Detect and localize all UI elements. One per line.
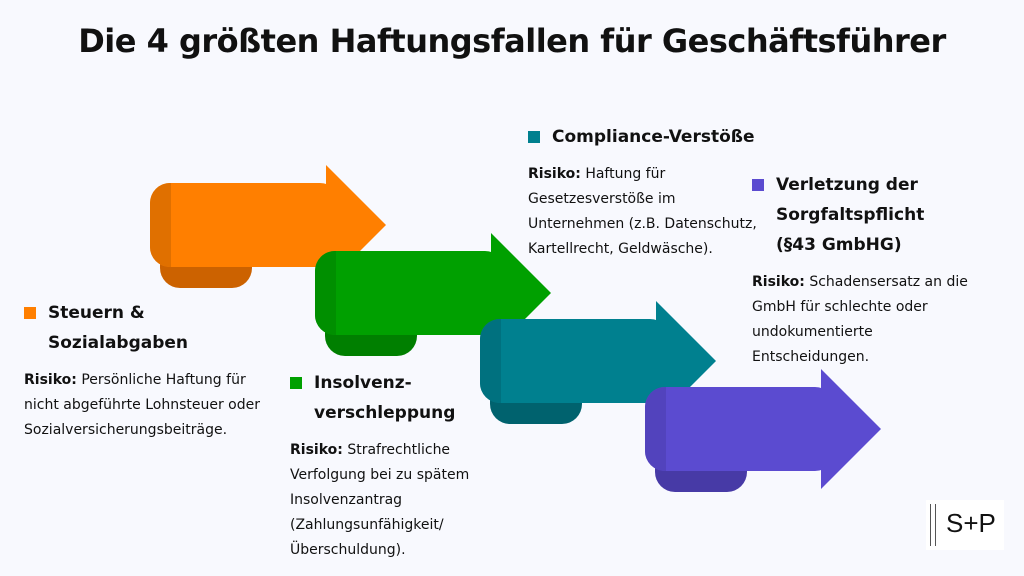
logo-text: S+P	[946, 508, 996, 538]
item-heading: Sorgfaltspflicht	[776, 205, 925, 225]
green-square-icon	[290, 377, 302, 389]
item-steuern: Steuern & Sozialabgaben Risiko: Persönlic…	[24, 298, 264, 443]
page-title: Die 4 größten Haftungsfallen für Geschäf…	[78, 22, 946, 60]
item-heading: verschleppung	[314, 403, 456, 423]
item-description: Risiko: Haftung für Gesetzesverstöße im …	[528, 166, 757, 257]
arrow-orange	[150, 165, 386, 288]
purple-square-icon	[752, 179, 764, 191]
orange-square-icon	[24, 307, 36, 319]
item-description: Risiko: Persönliche Haftung für nicht ab…	[24, 372, 260, 438]
arrow-purple	[645, 369, 881, 492]
item-heading: (§43 GmbHG)	[776, 235, 902, 255]
item-heading: Sozialabgaben	[48, 333, 189, 353]
item-heading: Steuern &	[48, 303, 145, 323]
item-compliance: Compliance-Verstöße Risiko: Haftung für …	[528, 122, 758, 262]
item-heading: Insolvenz-	[314, 373, 412, 393]
logo-bars-icon	[930, 504, 936, 546]
teal-square-icon	[528, 131, 540, 143]
item-heading: Verletzung der	[776, 175, 918, 195]
item-heading: Compliance-Verstöße	[552, 127, 755, 147]
item-description: Risiko: Schadensersatz an die GmbH für s…	[752, 274, 968, 365]
item-insolvenz: Insolvenz-verschleppung Risiko: Strafrec…	[290, 368, 505, 563]
item-description: Risiko: Strafrechtliche Verfolgung bei z…	[290, 442, 470, 558]
logo: S+P	[926, 500, 1004, 550]
arrow-teal	[480, 301, 716, 424]
